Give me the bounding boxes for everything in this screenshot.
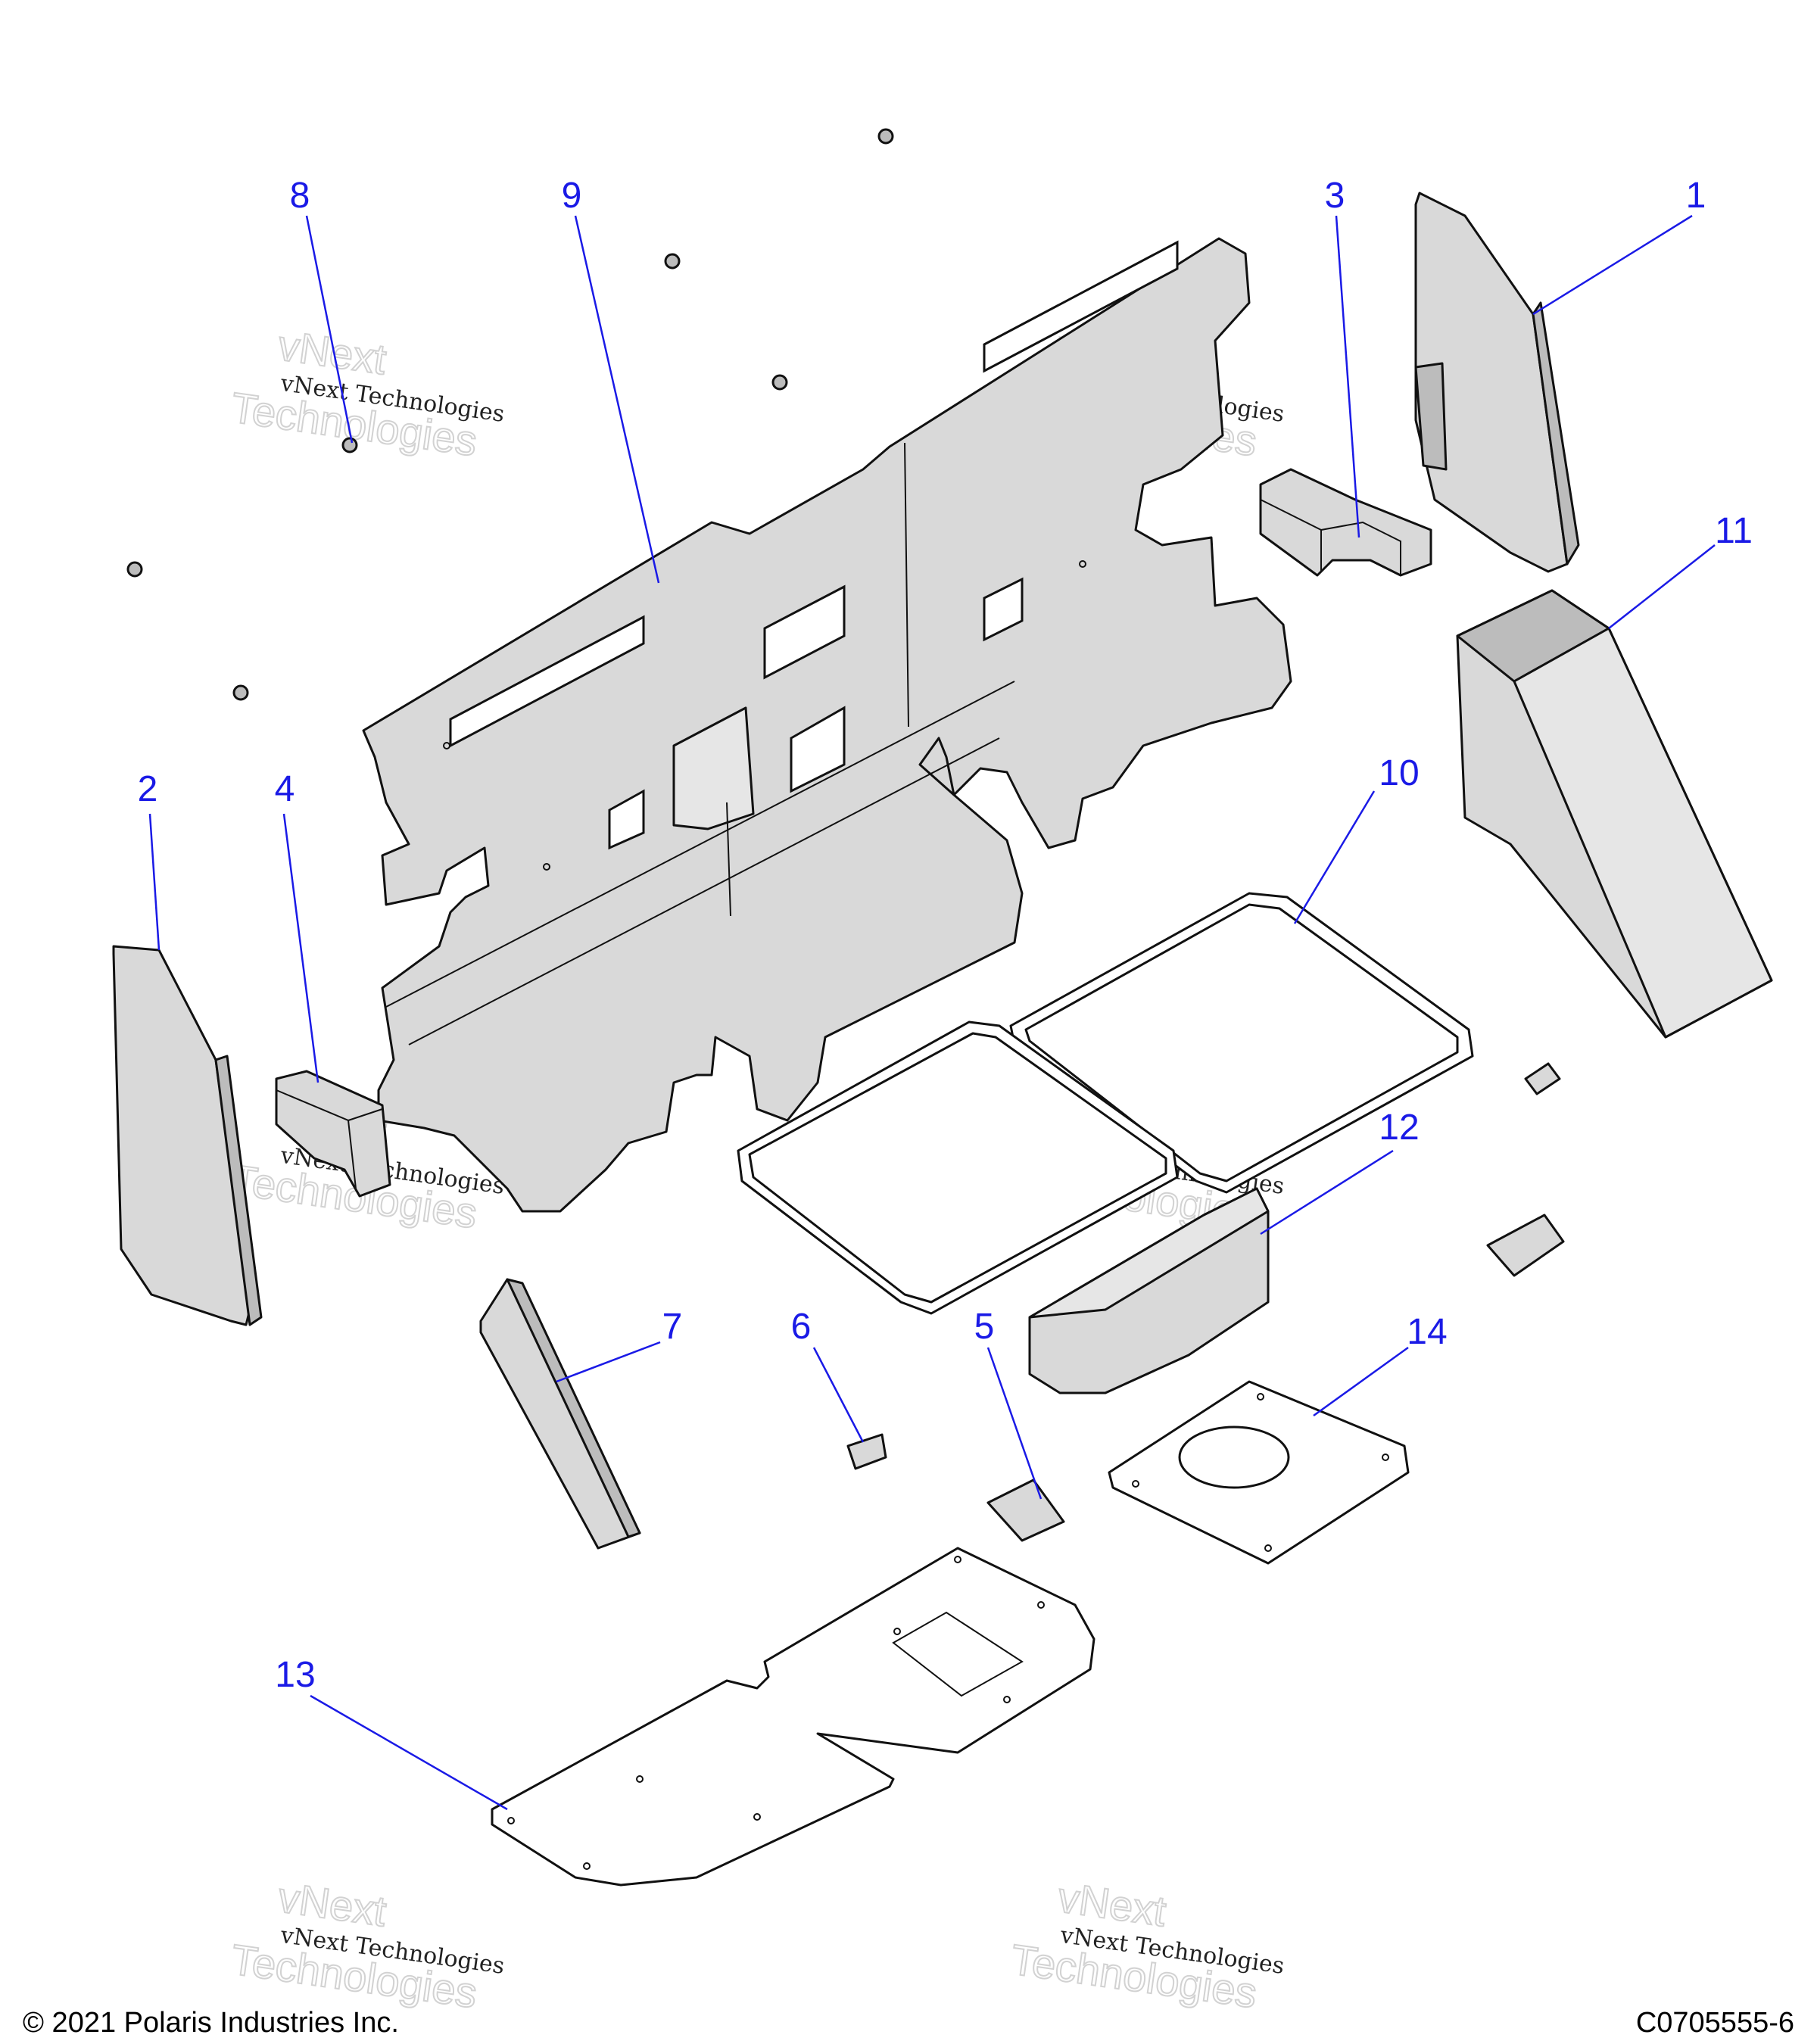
watermark: vNext vNext Technologies Technologies — [228, 320, 506, 466]
watermark: vNext vNext Technologies Technologies — [1008, 1872, 1286, 2018]
callout-10: 10 — [1379, 753, 1419, 793]
part-2-left-side-panel — [112, 945, 263, 1326]
callout-12: 12 — [1379, 1108, 1419, 1148]
part-4-block — [275, 1070, 391, 1198]
part-13-floor-mat — [491, 1547, 1095, 1887]
callout-7: 7 — [662, 1307, 683, 1347]
part-1-right-side-panel — [1414, 192, 1580, 573]
drawing-number: C0705555-6 — [1635, 2007, 1794, 2039]
callout-13: 13 — [275, 1655, 315, 1695]
callout-3: 3 — [1325, 176, 1345, 216]
callout-14: 14 — [1407, 1312, 1447, 1352]
callout-8: 8 — [290, 176, 310, 216]
part-14-plate — [1108, 1380, 1410, 1565]
callout-9: 9 — [562, 176, 582, 216]
callout-labels: 1 2 3 4 5 6 7 8 9 10 11 12 13 14 — [138, 176, 1753, 1695]
part-3-block — [1259, 468, 1432, 577]
part-7-strip — [479, 1278, 641, 1550]
callout-5: 5 — [974, 1307, 995, 1347]
part-11-wedge — [1456, 589, 1773, 1039]
callout-2: 2 — [138, 769, 158, 809]
part-5-pad — [986, 1478, 1065, 1542]
callout-11: 11 — [1715, 511, 1753, 551]
part-9-rear-panel — [362, 237, 1292, 1213]
copyright-text: © 2021 Polaris Industries Inc. — [23, 2007, 399, 2039]
callout-4: 4 — [275, 769, 295, 809]
callout-6: 6 — [791, 1307, 812, 1347]
leader-lines — [148, 214, 1716, 1811]
part-12-box — [1028, 1187, 1270, 1394]
pad — [1486, 1214, 1565, 1277]
part-10-seals — [737, 892, 1474, 1315]
watermark: vNext vNext Technologies Technologies — [228, 1872, 506, 2018]
part-8-fasteners — [126, 128, 894, 701]
part-6-pad — [846, 1433, 887, 1470]
callout-1: 1 — [1686, 176, 1706, 216]
clip — [1524, 1062, 1561, 1095]
